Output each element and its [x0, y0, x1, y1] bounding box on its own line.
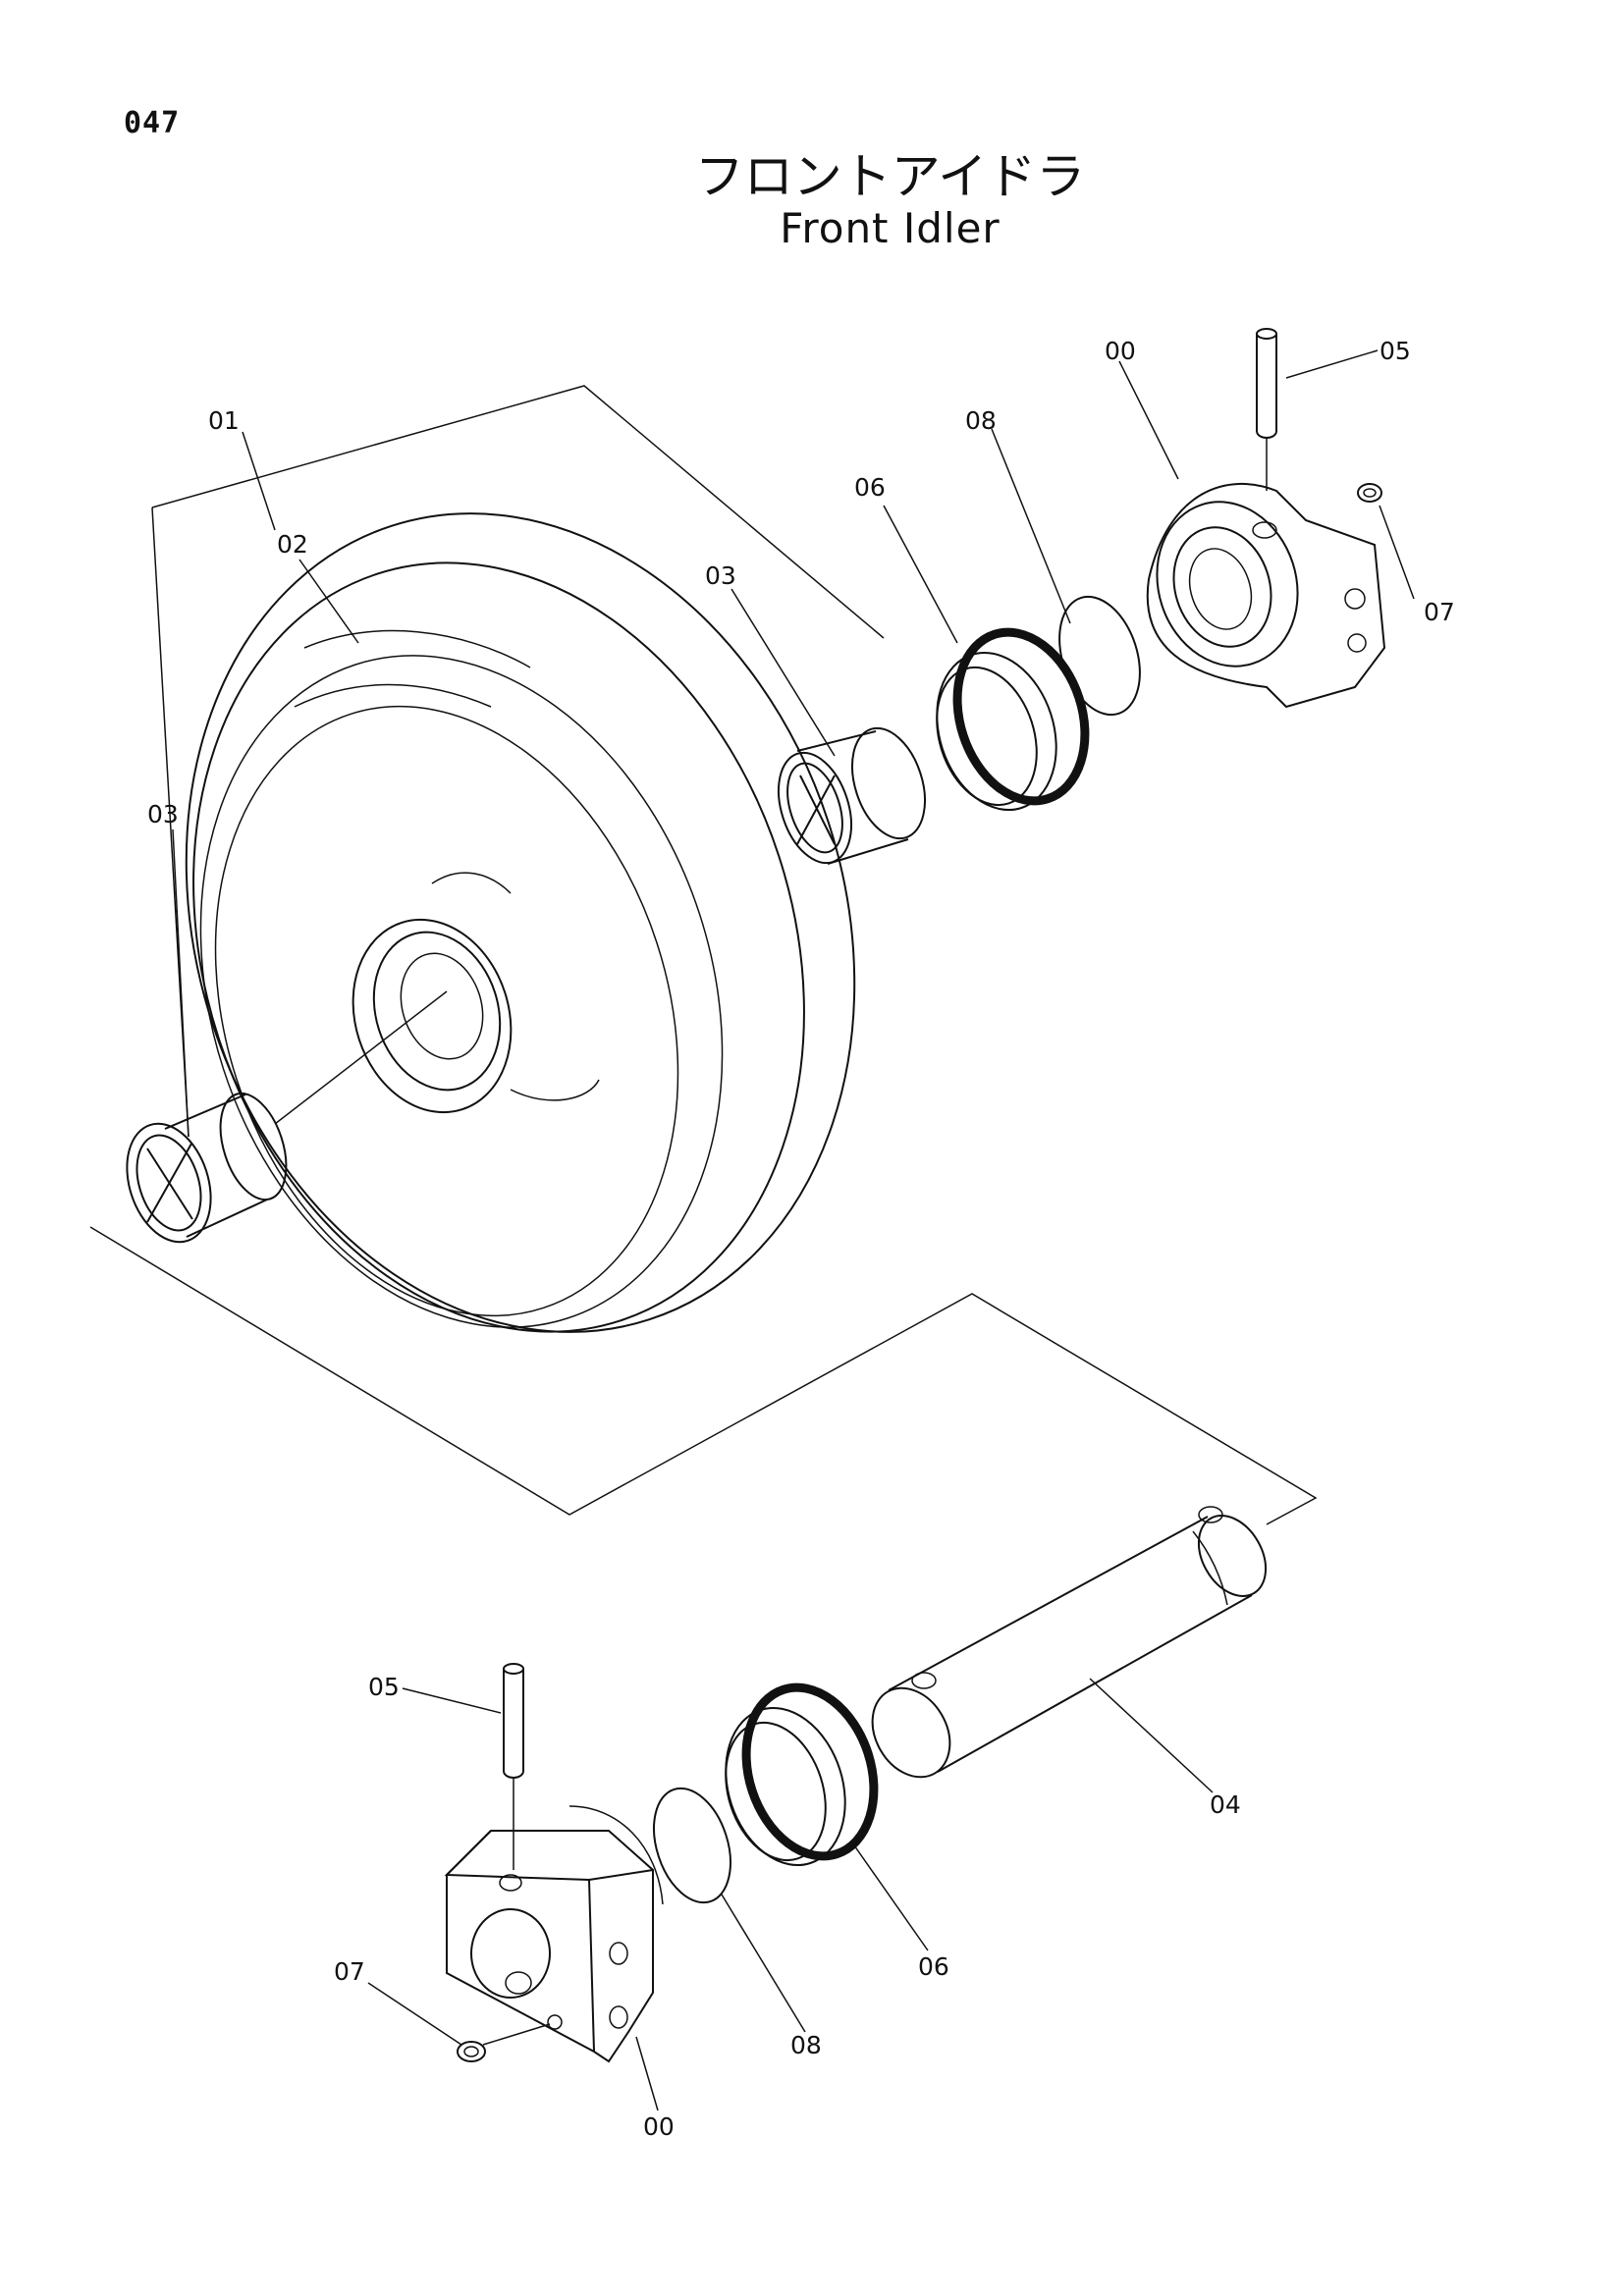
- shaft-part: [871, 1506, 1268, 1779]
- callout-03-left: 03: [147, 800, 179, 828]
- title-english: Front Idler: [780, 204, 1001, 252]
- callout-07-bottom: 07: [334, 1957, 365, 1986]
- callout-05-top: 05: [1380, 337, 1411, 365]
- pin-upper-part: [1256, 328, 1277, 491]
- callout-08-bottom: 08: [790, 2031, 822, 2059]
- leader-lines: [172, 349, 1415, 2111]
- idler-wheel-part: [185, 512, 856, 1333]
- pin-lower-part: [503, 1663, 524, 1870]
- callout-02: 02: [277, 530, 308, 559]
- title-japanese: フロントアイドラ: [694, 148, 1086, 205]
- plug-lower-part: [457, 2023, 551, 2062]
- callout-06-top: 06: [854, 473, 886, 502]
- page-number: 047: [124, 106, 181, 140]
- floating-seal-lower-part: [725, 1682, 879, 1867]
- support-bracket-upper-part: [1146, 483, 1386, 709]
- callout-08-top: 08: [965, 406, 997, 435]
- callout-05-bottom: 05: [368, 1673, 400, 1701]
- o-ring-lower-part: [653, 1787, 731, 1904]
- callout-00-bottom: 00: [643, 2112, 675, 2141]
- plug-upper-part: [1357, 483, 1382, 503]
- o-ring-upper-part: [1058, 595, 1141, 717]
- callout-04: 04: [1210, 1790, 1241, 1819]
- callout-labels: 00 05 01 08 02 06 03 07 03 05 04 06 07 0…: [147, 337, 1455, 2141]
- upper-assembly-bracket: [89, 385, 1318, 1525]
- callout-07-top: 07: [1424, 598, 1455, 626]
- callout-03-mid: 03: [705, 561, 736, 590]
- bushing-right-part: [778, 726, 926, 865]
- callout-01: 01: [208, 406, 240, 435]
- floating-seal-upper-part: [936, 627, 1090, 812]
- callout-00-top: 00: [1105, 337, 1136, 365]
- support-bracket-lower-part: [444, 1805, 664, 2063]
- bushing-left-part: [126, 1092, 288, 1244]
- callout-06-bottom: 06: [918, 1952, 949, 1981]
